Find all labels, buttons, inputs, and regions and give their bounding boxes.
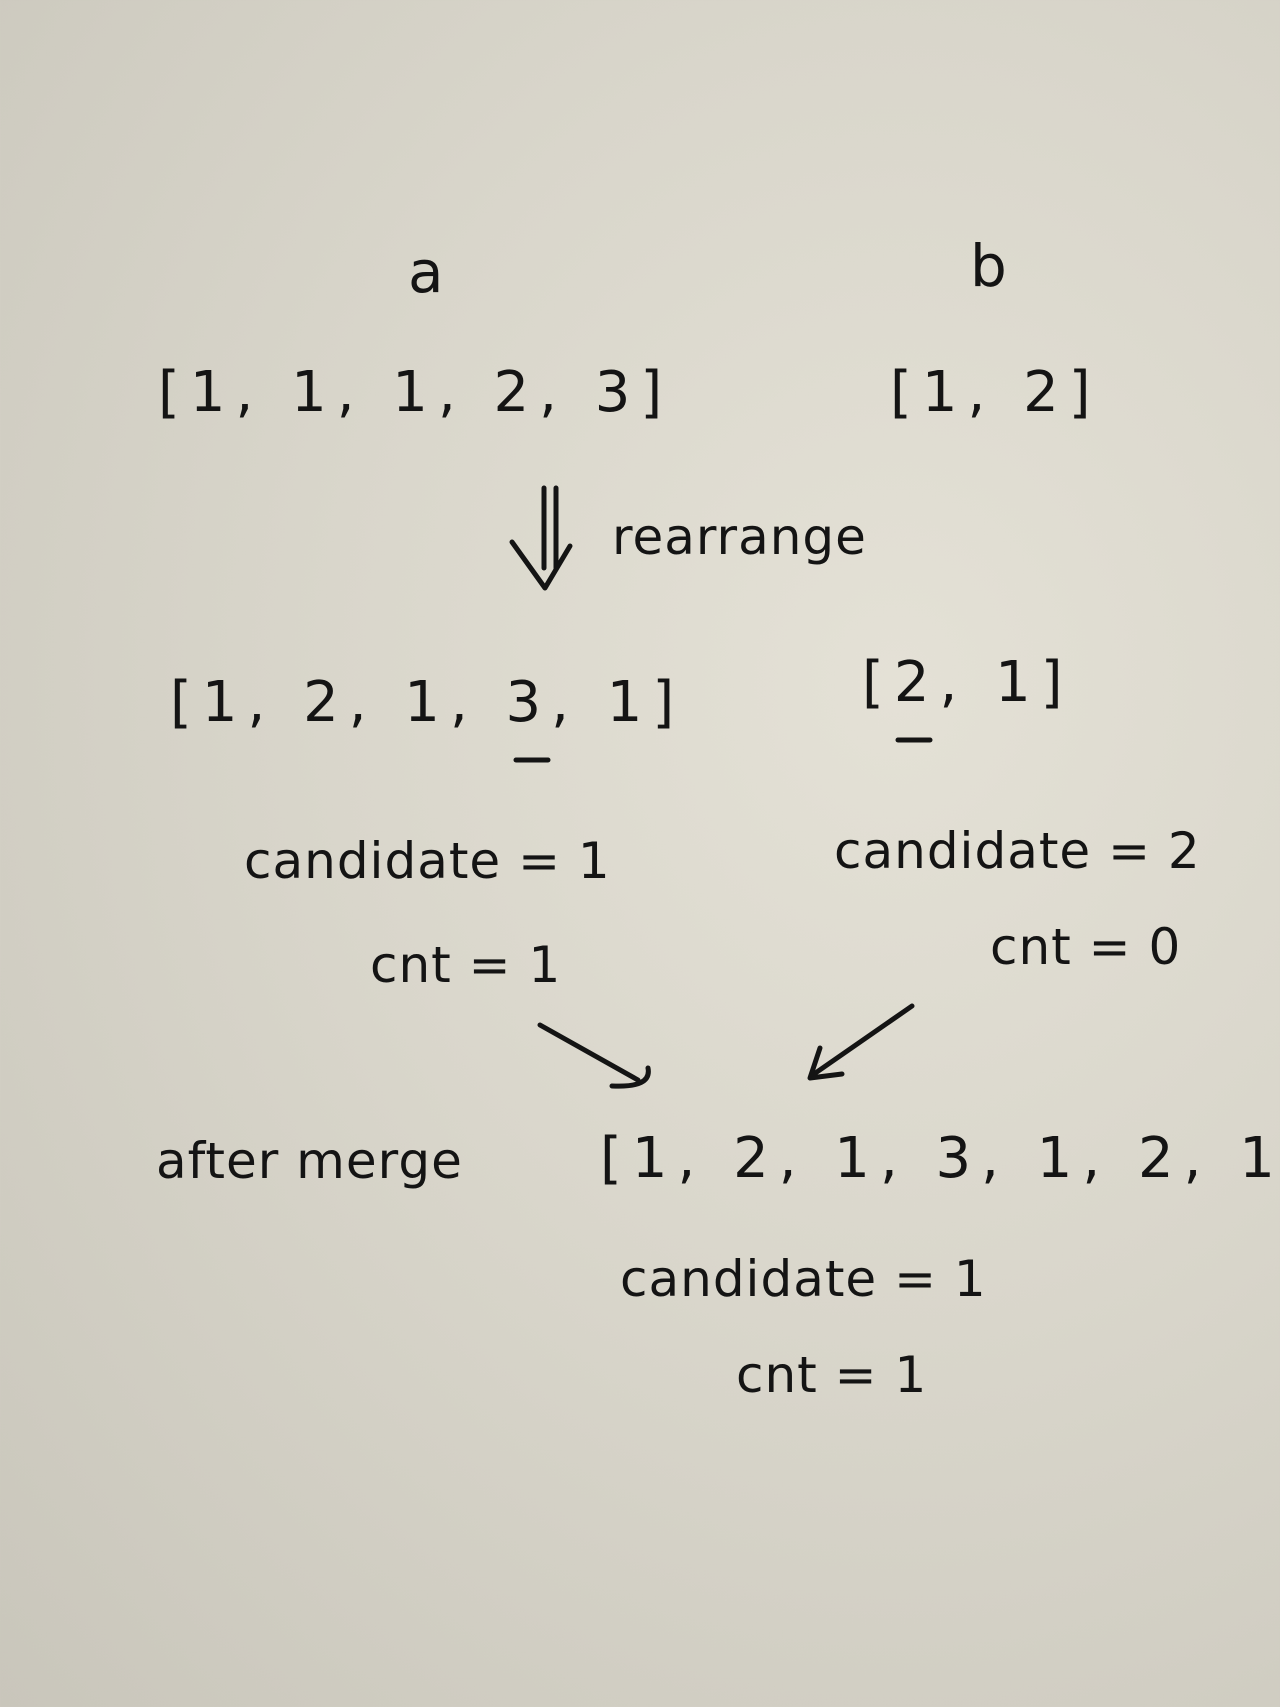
candidate-merged: candidate = 1	[620, 1250, 987, 1308]
merge-arrow-left-icon	[537, 1022, 651, 1089]
label-a: a	[408, 238, 446, 306]
merge-arrow-right-icon	[807, 1003, 915, 1081]
cnt-b: cnt = 0	[990, 918, 1182, 976]
rearrange-arrow-icon	[509, 485, 573, 591]
cnt-a: cnt = 1	[370, 936, 562, 994]
array-a-original: [1, 1, 1, 2, 3]	[158, 360, 673, 425]
candidate-b: candidate = 2	[834, 822, 1201, 880]
cnt-merged: cnt = 1	[736, 1346, 928, 1404]
array-b-original: [1, 2]	[890, 360, 1101, 425]
after-merge-label: after merge	[156, 1132, 463, 1190]
merged-array: [1, 2, 1, 3, 1, 2, 1]	[600, 1126, 1280, 1191]
array-b-rearranged: [2, 1]	[862, 650, 1073, 715]
candidate-a: candidate = 1	[244, 832, 611, 890]
rearrange-label: rearrange	[612, 508, 867, 566]
array-a-rearranged: [1, 2, 1, 3, 1]	[170, 670, 685, 735]
label-b: b	[970, 232, 1009, 300]
